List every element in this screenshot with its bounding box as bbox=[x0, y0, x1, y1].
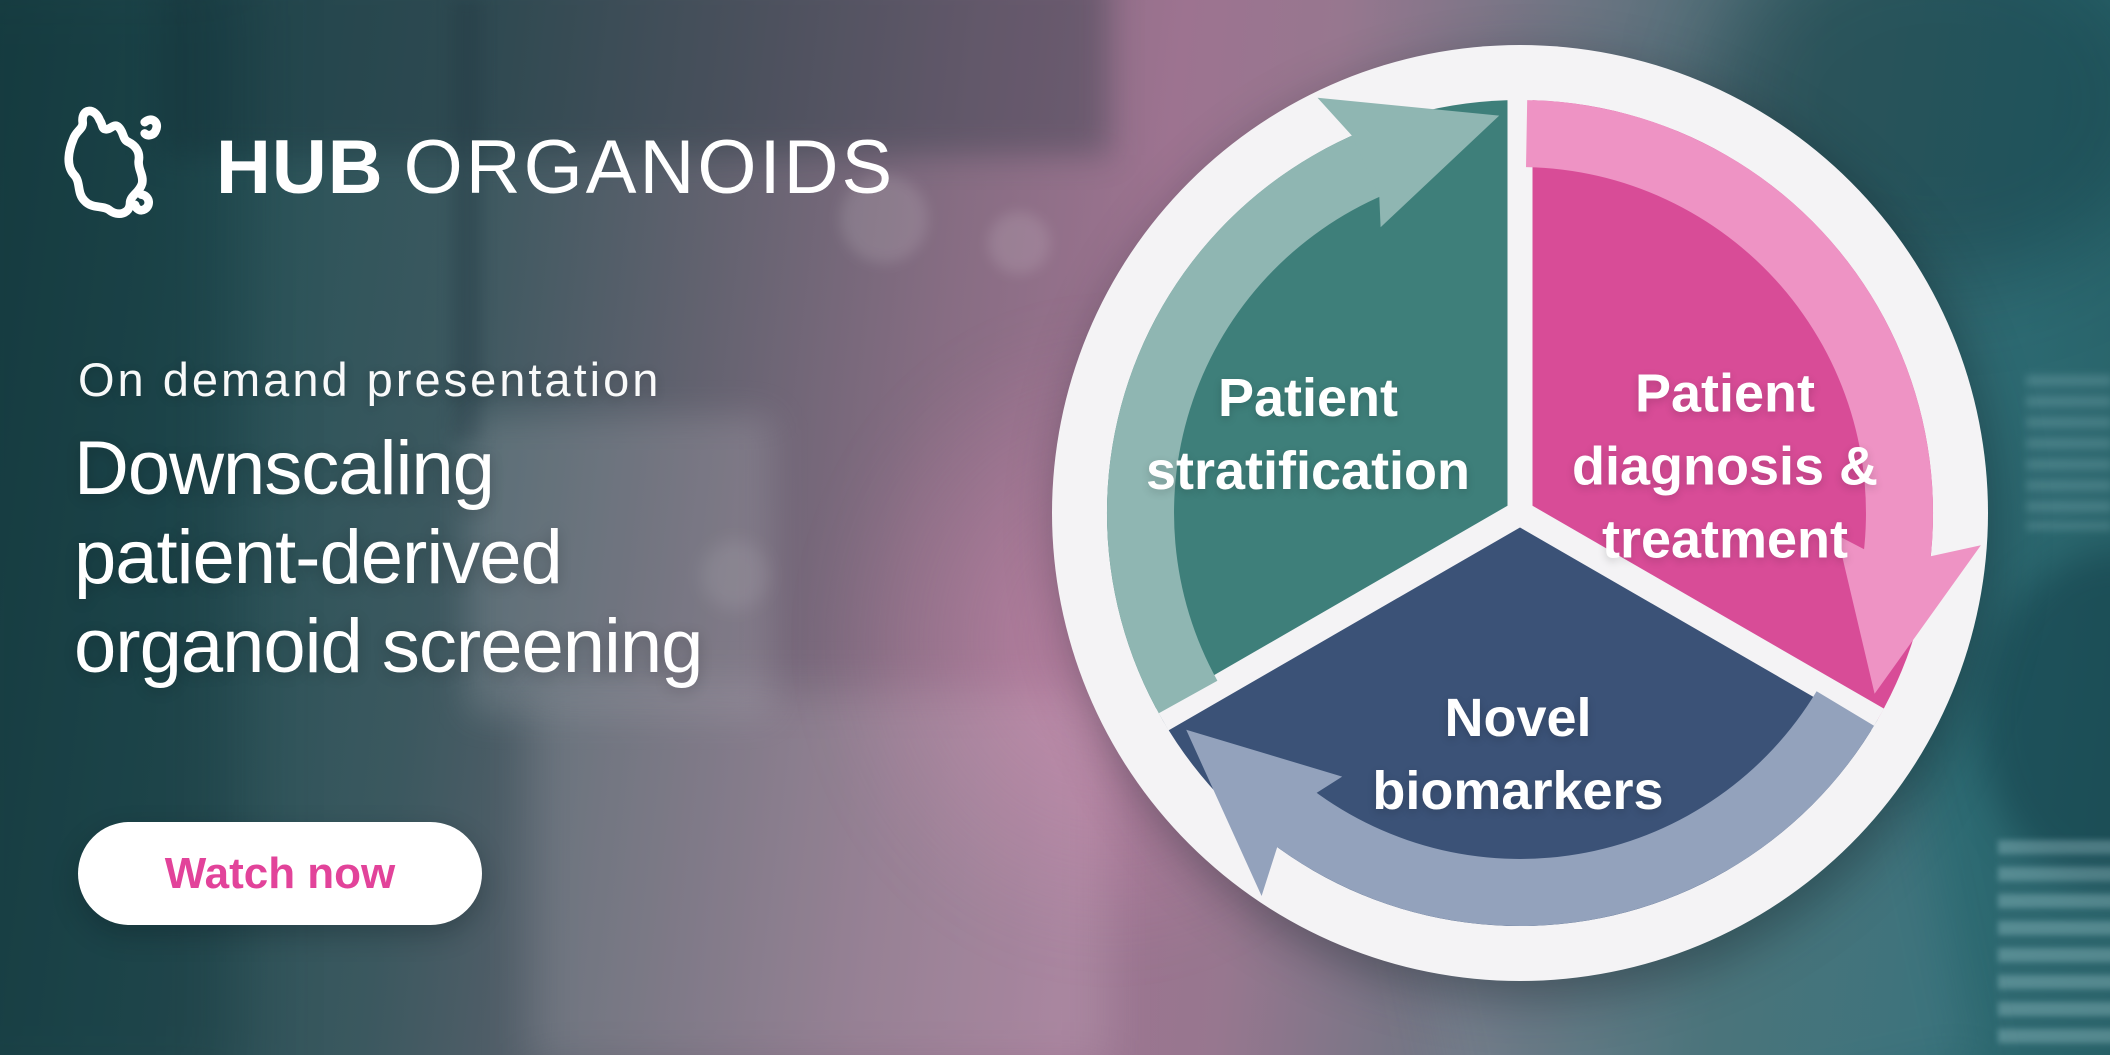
bg-bokeh-circle bbox=[988, 212, 1050, 274]
logo-text-organoids: ORGANOIDS bbox=[403, 124, 896, 210]
logo-text-hub: HUB bbox=[216, 124, 384, 210]
logo-text: HUB ORGANOIDS bbox=[216, 124, 895, 211]
bg-pillar-shape bbox=[452, 0, 482, 440]
organoid-blob-icon bbox=[64, 106, 162, 218]
bg-person-silhouette bbox=[1980, 550, 2110, 890]
cycle-diagram: Patient stratification Patient diagnosis… bbox=[1050, 43, 1990, 983]
teal-arrowhead-icon bbox=[1317, 97, 1500, 228]
page-title: Downscaling patient-derived organoid scr… bbox=[74, 424, 703, 691]
label-novel-biomarkers: Novel biomarkers bbox=[1372, 688, 1664, 821]
title-line-3: organoid screening bbox=[74, 604, 703, 689]
title-line-1: Downscaling bbox=[74, 426, 495, 511]
navy-arrowhead-icon bbox=[1186, 729, 1343, 896]
label-patient-diagnosis-treatment: Patient diagnosis & treatment bbox=[1571, 363, 1879, 570]
title-line-2: patient-derived bbox=[74, 515, 563, 600]
watch-now-button[interactable]: Watch now bbox=[78, 822, 482, 925]
bg-bokeh-circle bbox=[840, 175, 928, 263]
bg-plate-stack bbox=[1998, 840, 2110, 1050]
label-patient-stratification: Patient stratification bbox=[1145, 368, 1471, 501]
pink-arrowhead-icon bbox=[1837, 535, 1981, 694]
bg-table-shape bbox=[530, 690, 1110, 1055]
cycle-diagram-graphic bbox=[1052, 45, 1988, 981]
bg-plate-stack bbox=[2026, 375, 2110, 530]
bg-shelf-shape bbox=[160, 0, 1110, 155]
segment-dividers bbox=[1156, 100, 1884, 731]
bg-bokeh-circle bbox=[700, 540, 770, 610]
brand-logo: HUB ORGANOIDS bbox=[62, 88, 895, 246]
eyebrow-text: On demand presentation bbox=[78, 353, 662, 406]
teal-arc-band bbox=[1107, 132, 1385, 714]
pink-arc-band bbox=[1526, 100, 1933, 564]
bg-monitor-shape bbox=[468, 415, 773, 715]
navy-arc-band bbox=[1271, 691, 1874, 926]
